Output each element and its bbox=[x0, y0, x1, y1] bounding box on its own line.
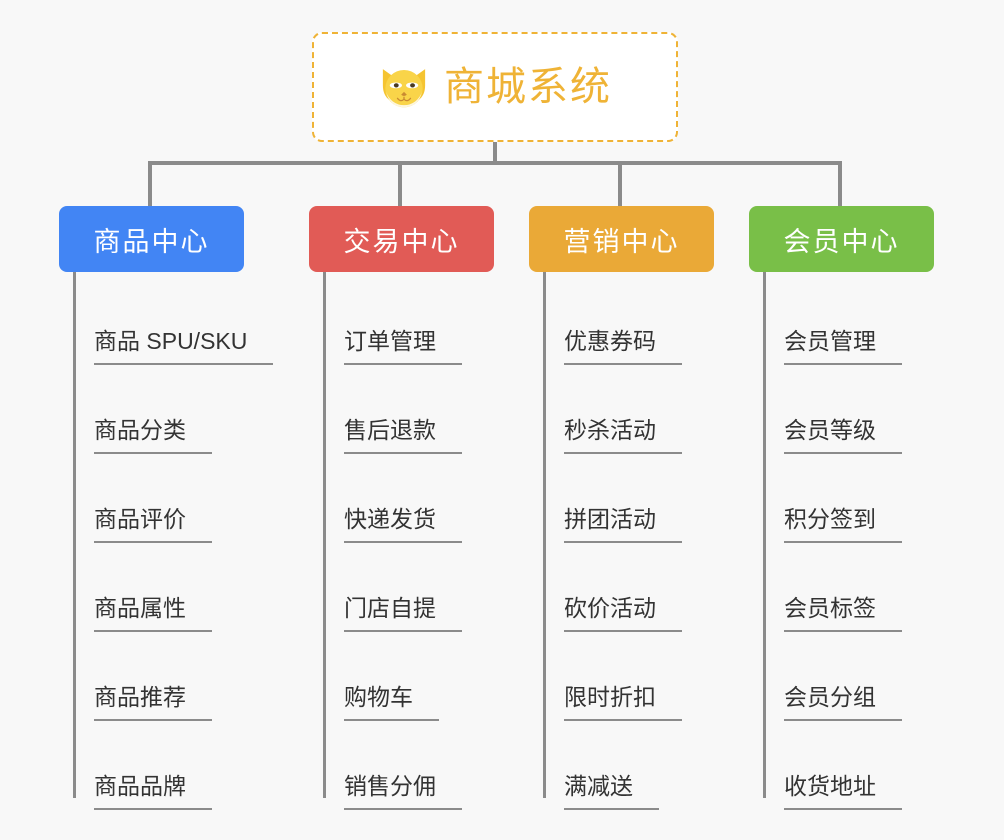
list-item-label: 积分签到 bbox=[784, 506, 902, 543]
category-header-trade[interactable]: 交易中心 bbox=[309, 206, 494, 272]
list-item[interactable]: 会员等级 bbox=[749, 365, 959, 454]
category-header-marketing[interactable]: 营销中心 bbox=[529, 206, 714, 272]
connector-root-stem bbox=[493, 142, 497, 163]
list-item-label: 限时折扣 bbox=[564, 684, 682, 721]
list-item[interactable]: 商品评价 bbox=[59, 454, 359, 543]
category-items-product: 商品 SPU/SKU 商品分类 商品评价 商品属性 商品推荐 商品品牌 bbox=[59, 272, 359, 810]
category-header-product[interactable]: 商品中心 bbox=[59, 206, 244, 272]
shiba-dog-face-icon bbox=[382, 69, 426, 108]
list-item-label: 优惠券码 bbox=[564, 328, 682, 365]
list-item-label: 收货地址 bbox=[784, 773, 902, 810]
list-item-label: 会员分组 bbox=[784, 684, 902, 721]
connector-drop-3 bbox=[618, 161, 622, 208]
list-item[interactable]: 会员分组 bbox=[749, 632, 959, 721]
category-column-marketing: 营销中心 优惠券码 秒杀活动 拼团活动 砍价活动 限时折扣 满减送 bbox=[529, 206, 739, 810]
list-item-label: 会员标签 bbox=[784, 595, 902, 632]
list-item[interactable]: 商品 SPU/SKU bbox=[59, 276, 359, 365]
list-item[interactable]: 购物车 bbox=[309, 632, 519, 721]
list-item[interactable]: 订单管理 bbox=[309, 276, 519, 365]
category-items-member: 会员管理 会员等级 积分签到 会员标签 会员分组 收货地址 bbox=[749, 272, 959, 810]
list-item[interactable]: 秒杀活动 bbox=[529, 365, 739, 454]
list-item-label: 商品品牌 bbox=[94, 773, 212, 810]
list-item[interactable]: 商品品牌 bbox=[59, 721, 359, 810]
list-item[interactable]: 门店自提 bbox=[309, 543, 519, 632]
list-item-label: 门店自提 bbox=[344, 595, 462, 632]
list-item[interactable]: 售后退款 bbox=[309, 365, 519, 454]
connector-drop-2 bbox=[398, 161, 402, 208]
list-item[interactable]: 销售分佣 bbox=[309, 721, 519, 810]
list-item-label: 订单管理 bbox=[344, 328, 462, 365]
category-column-trade: 交易中心 订单管理 售后退款 快递发货 门店自提 购物车 销售分佣 bbox=[309, 206, 519, 810]
list-item-label: 售后退款 bbox=[344, 417, 462, 454]
list-item[interactable]: 砍价活动 bbox=[529, 543, 739, 632]
list-item-label: 销售分佣 bbox=[344, 773, 462, 810]
list-item[interactable]: 优惠券码 bbox=[529, 276, 739, 365]
list-item[interactable]: 拼团活动 bbox=[529, 454, 739, 543]
list-item[interactable]: 限时折扣 bbox=[529, 632, 739, 721]
connector-horizontal-bus bbox=[148, 161, 842, 165]
root-title: 商城系统 bbox=[444, 65, 612, 109]
list-item-label: 快递发货 bbox=[344, 506, 462, 543]
category-header-label: 营销中心 bbox=[563, 226, 680, 257]
list-item-label: 商品推荐 bbox=[94, 684, 212, 721]
list-item[interactable]: 会员标签 bbox=[749, 543, 959, 632]
list-item-label: 会员等级 bbox=[784, 417, 902, 454]
list-item[interactable]: 积分签到 bbox=[749, 454, 959, 543]
connector-drop-4 bbox=[838, 161, 842, 208]
category-header-label: 交易中心 bbox=[343, 226, 460, 257]
list-item[interactable]: 商品分类 bbox=[59, 365, 359, 454]
list-item-label: 商品 SPU/SKU bbox=[94, 328, 274, 365]
list-item[interactable]: 商品属性 bbox=[59, 543, 359, 632]
category-header-label: 会员中心 bbox=[783, 226, 900, 257]
root-node[interactable]: 商城系统 bbox=[312, 32, 678, 142]
list-item[interactable]: 满减送 bbox=[529, 721, 739, 810]
category-items-marketing: 优惠券码 秒杀活动 拼团活动 砍价活动 限时折扣 满减送 bbox=[529, 272, 739, 810]
list-item[interactable]: 商品推荐 bbox=[59, 632, 359, 721]
list-item-label: 满减送 bbox=[564, 773, 659, 810]
list-item-label: 商品评价 bbox=[94, 506, 212, 543]
category-header-member[interactable]: 会员中心 bbox=[749, 206, 934, 272]
list-item[interactable]: 收货地址 bbox=[749, 721, 959, 810]
connector-drop-1 bbox=[148, 161, 152, 208]
category-column-member: 会员中心 会员管理 会员等级 积分签到 会员标签 会员分组 收货地址 bbox=[749, 206, 959, 810]
list-item-label: 商品分类 bbox=[94, 417, 212, 454]
list-item[interactable]: 会员管理 bbox=[749, 276, 959, 365]
category-header-label: 商品中心 bbox=[93, 226, 210, 257]
list-item-label: 秒杀活动 bbox=[564, 417, 682, 454]
list-item-label: 砍价活动 bbox=[564, 595, 682, 632]
list-item-label: 购物车 bbox=[344, 684, 439, 721]
list-item-label: 会员管理 bbox=[784, 328, 902, 365]
list-item[interactable]: 快递发货 bbox=[309, 454, 519, 543]
category-column-product: 商品中心 商品 SPU/SKU 商品分类 商品评价 商品属性 商品推荐 商品品牌 bbox=[59, 206, 359, 810]
list-item-label: 商品属性 bbox=[94, 595, 212, 632]
category-items-trade: 订单管理 售后退款 快递发货 门店自提 购物车 销售分佣 bbox=[309, 272, 519, 810]
list-item-label: 拼团活动 bbox=[564, 506, 682, 543]
